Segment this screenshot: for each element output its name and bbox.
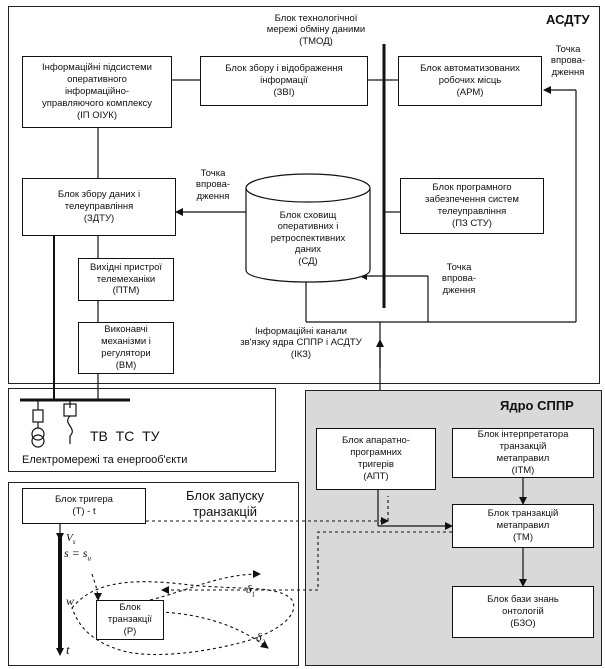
tmod-label: Блок технологічної мережі обміну даними … (266, 13, 366, 47)
grid-symbols: ТВ ТС ТУ (90, 428, 160, 444)
breaker-symbol (32, 409, 44, 423)
ip-oiuk-block: Інформаційні підсистеми оперативного інф… (22, 56, 172, 128)
point-zdtu: Точка впрова- дження (195, 168, 231, 202)
transaction-block: Блок транзакції (Р) (96, 600, 164, 640)
pz-stu-block: Блок програмного забезпечення систем тел… (400, 178, 544, 234)
tm-block: Блок транзакцій метаправил (ТМ) (452, 504, 594, 548)
launch-title: Блок запуску транзакцій (185, 488, 265, 519)
asdtu-title: АСДТУ (546, 12, 590, 27)
t-label: t (66, 642, 70, 657)
itm-block: Блок інтерпретатора транзакцій метаправи… (452, 428, 594, 478)
delta1-curve (149, 570, 261, 601)
zdtu-block: Блок збору даних і телеуправління (ЗДТУ) (22, 178, 176, 236)
vm-block: Виконавчі механізми і регулятори (ВМ) (78, 322, 174, 374)
launch-frame (8, 482, 299, 666)
transformer-symbol (31, 427, 45, 441)
launch-dashed-loop (71, 581, 295, 656)
s-equals-label: s = su (64, 546, 91, 563)
sd-cylinder (245, 173, 371, 283)
power-grid-frame (8, 388, 276, 472)
sd-block: Блок сховищ оперативних і ретроспективни… (270, 210, 346, 267)
trigger-block: Блок тригера (Т) - t (22, 488, 146, 524)
delta1-label: δ1 (246, 582, 256, 599)
zvi-block: Блок збору і відображення інформації (ЗВ… (200, 56, 368, 106)
bzo-block: Блок бази знань онтологій (БЗО) (452, 586, 594, 638)
grid-caption: Електромережі та енергооб'єкти (22, 454, 188, 466)
ptm-block: Вихідні пристрої телемеханіки (ПТМ) (78, 258, 174, 301)
point-arm: Точка впрова- дження (550, 44, 586, 78)
point-sd: Точка впрова- дження (441, 262, 477, 296)
core-title: Ядро СППР (500, 398, 574, 413)
asdtu-frame (8, 6, 600, 384)
delta2-curve (159, 611, 269, 649)
vs-label: Vs (66, 532, 76, 547)
tm-to-transaction (161, 531, 452, 594)
apt-block: Блок апаратно- програмних тригерів (АПТ) (316, 428, 436, 490)
delta2-label: δ2 (256, 630, 266, 647)
w-label: w (66, 594, 75, 608)
transaction-arrow (91, 573, 102, 601)
ikz-label: Інформаційні канали зв'язку ядра СППР і … (240, 326, 362, 360)
arm-block: Блок автоматизованих робочих місць (АРМ) (398, 56, 542, 106)
